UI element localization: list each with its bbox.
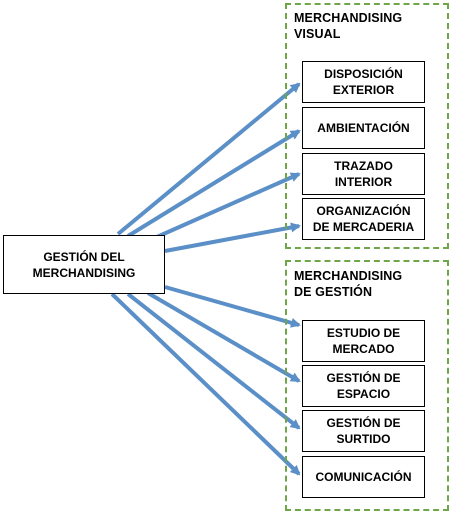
item-line2: SURTIDO: [336, 432, 391, 446]
box-organizacion-mercaderia: ORGANIZACIÓN DE MERCADERIA: [302, 198, 425, 240]
group-merchandising-visual: [285, 3, 449, 249]
item-line1: AMBIENTACIÓN: [317, 121, 410, 135]
box-trazado-interior: TRAZADO INTERIOR: [302, 153, 425, 195]
group-merchandising-gestion: [285, 260, 449, 511]
item-line1: COMUNICACIÓN: [315, 470, 412, 484]
arrow-to-trazado-interior: [149, 172, 301, 242]
arrow-to-organizacion-mercaderia: [164, 222, 301, 253]
root-box-gestion-merchandising: GESTIÓN DEL MERCHANDISING: [3, 235, 165, 294]
group-merchandising-visual-title: MERCHANDISING VISUAL: [294, 10, 402, 42]
box-gestion-espacio: GESTIÓN DE ESPACIO: [302, 365, 425, 407]
group-merchandising-gestion-title: MERCHANDISING DE GESTIÓN: [294, 268, 402, 300]
item-line2: MERCADO: [332, 342, 395, 356]
arrow-to-estudio-mercado: [164, 285, 301, 328]
item-line2: ESPACIO: [336, 387, 391, 401]
group1-title-line1: MERCHANDISING: [294, 11, 403, 25]
item-line1: TRAZADO: [334, 159, 393, 173]
item-line2: EXTERIOR: [332, 83, 395, 97]
root-line1: GESTIÓN DEL: [43, 249, 125, 264]
item-line2: DE MERCADERIA: [312, 220, 415, 234]
box-disposicion-exterior: DISPOSICIÓN EXTERIOR: [302, 61, 425, 103]
item-line1: DISPOSICIÓN: [324, 67, 403, 81]
box-comunicacion: COMUNICACIÓN: [302, 456, 425, 498]
root-line2: MERCHANDISING: [32, 265, 136, 280]
group2-title-line1: MERCHANDISING: [294, 269, 403, 283]
box-ambientacion: AMBIENTACIÓN: [302, 107, 425, 149]
item-line1: GESTIÓN DE: [326, 416, 401, 430]
item-line1: ESTUDIO DE: [326, 326, 401, 340]
arrow-to-gestion-surtido: [126, 292, 301, 430]
item-line2: INTERIOR: [334, 175, 393, 189]
arrow-to-comunicacion: [110, 292, 301, 476]
item-line1: ORGANIZACIÓN: [316, 204, 411, 218]
arrow-to-disposicion-exterior: [116, 82, 301, 236]
item-line1: GESTIÓN DE: [326, 371, 401, 385]
arrow-to-gestion-espacio: [146, 291, 301, 383]
arrow-to-ambientacion: [126, 129, 301, 238]
group1-title-line2: VISUAL: [294, 27, 341, 41]
box-estudio-mercado: ESTUDIO DE MERCADO: [302, 320, 425, 362]
box-gestion-surtido: GESTIÓN DE SURTIDO: [302, 410, 425, 452]
group2-title-line2: DE GESTIÓN: [294, 285, 373, 299]
